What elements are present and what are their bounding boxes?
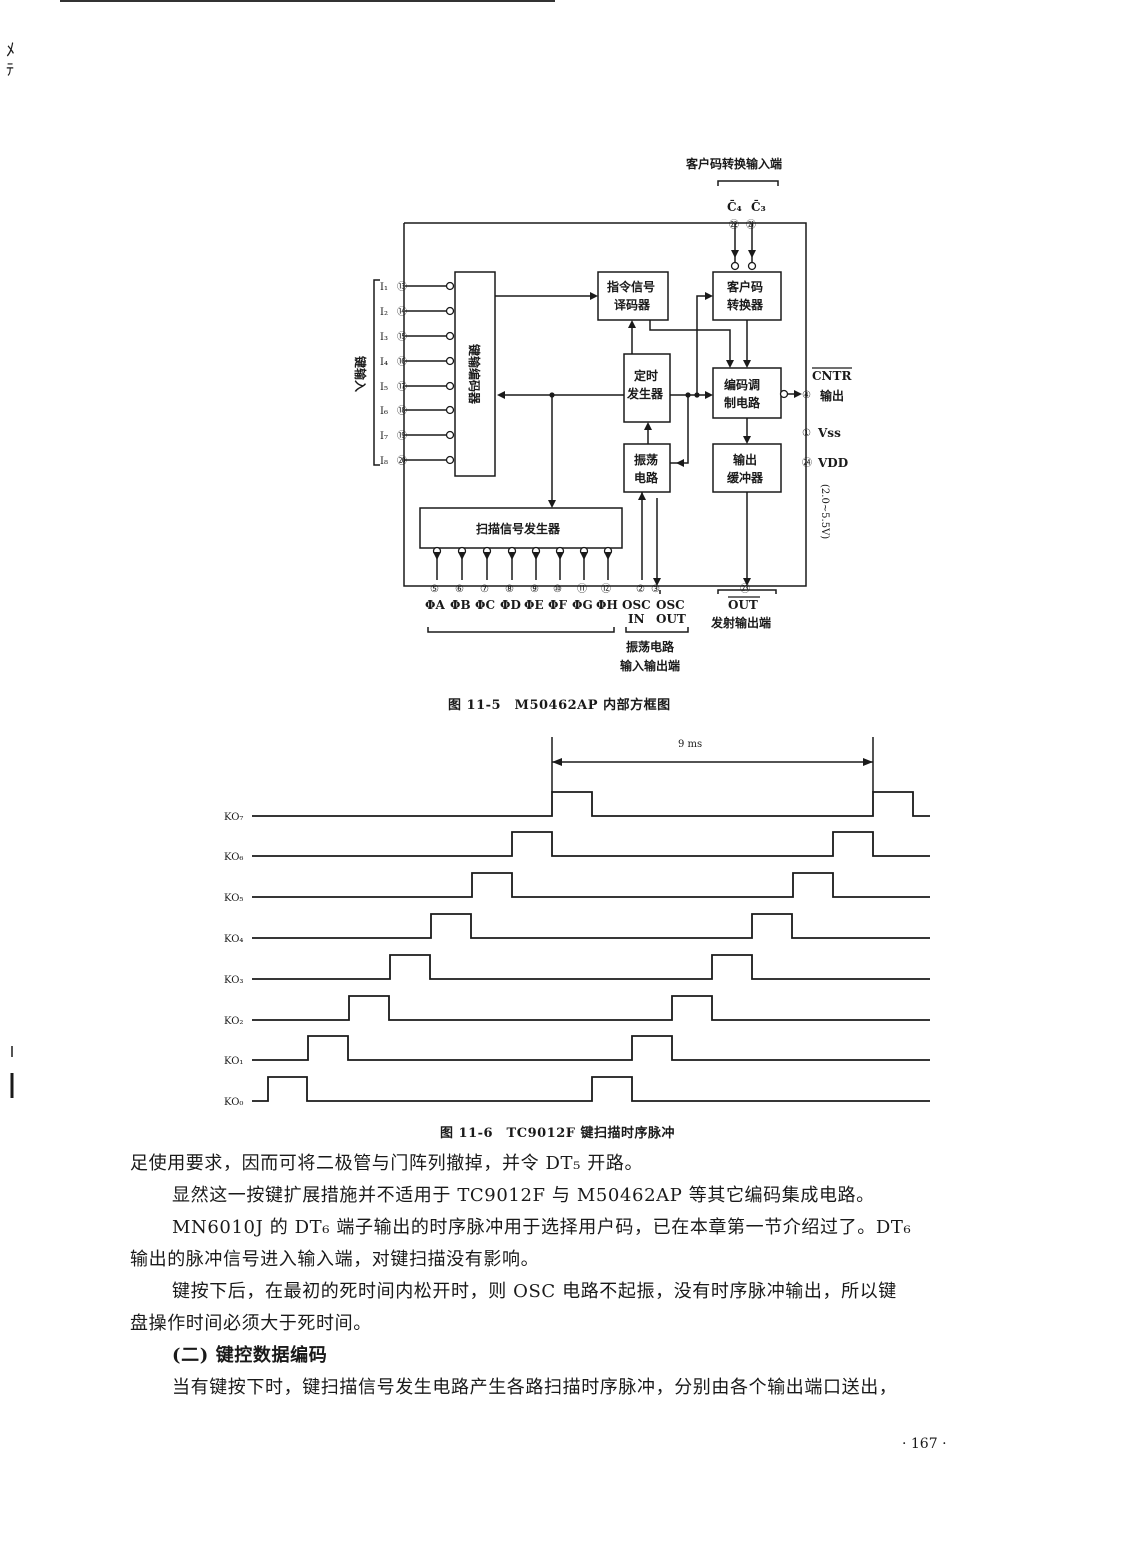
page-number: · 167 · — [902, 1436, 947, 1452]
oscillator-label-2: 电路 — [634, 470, 659, 485]
scan-pin: ⑧ — [505, 584, 514, 595]
vss-label: Vss — [817, 426, 841, 440]
top-border-line — [60, 0, 555, 2]
customer-conv-label-1: 客户码 — [726, 279, 763, 294]
osc-io-label-2: 输入输出端 — [620, 658, 680, 673]
scan-pin: ⑩ — [553, 584, 562, 595]
key-input-i1: I₁ — [380, 282, 388, 293]
customer-conv-label-2: 转换器 — [727, 297, 764, 312]
figure-11-5-caption: 图 11-5 M50462AP 内部方框图 — [448, 697, 671, 713]
oscillator-label-1: 振荡 — [634, 452, 658, 467]
scan-generator-label: 扫描信号发生器 — [476, 521, 561, 536]
cntr-label: CNTR — [812, 369, 852, 383]
paragraph: 当有键按下时，键扫描信号发生电路产生各路扫描时序脉冲，分别由各个输出端口送出， — [172, 1377, 898, 1398]
key-input-label: 键输入 — [353, 355, 368, 392]
buffer-label-1: 输出 — [733, 452, 757, 467]
key-input-i3: I₃ — [380, 332, 388, 343]
key-pin: ⑱ — [397, 405, 407, 417]
key-input-i8: I₈ — [380, 456, 388, 467]
signal-label-ko5: KO₅ — [224, 893, 243, 904]
scan-pin: ⑨ — [530, 584, 539, 595]
osc-in-pin: ② — [636, 584, 645, 595]
paragraph: 键按下后，在最初的死时间内松开时，则 OSC 电路不起振，没有时序脉冲输出，所以… — [172, 1281, 897, 1302]
out-label: OUT — [728, 598, 758, 612]
key-pin: ⑰ — [397, 381, 407, 393]
vdd-pin: ㉔ — [802, 457, 812, 469]
cmd-decoder-label-1: 指令信号 — [607, 279, 655, 294]
paragraph: 显然这一按键扩展措施并不适用于 TC9012F 与 M50462AP 等其它编码… — [172, 1185, 875, 1206]
scan-label: ΦG — [572, 598, 593, 612]
figure-11-6-caption: 图 11-6 TC9012F 键扫描时序脉冲 — [440, 1125, 675, 1141]
period-label: 9 ms — [678, 739, 702, 750]
timing-label-1: 定时 — [634, 368, 658, 383]
key-input-i5: I₅ — [380, 382, 388, 393]
vdd-label: VDD — [817, 456, 848, 470]
modulator-label-2: 制电路 — [724, 395, 761, 410]
customer-code-input-label: 客户码转换输入端 — [685, 156, 782, 171]
signal-label-ko4: KO₄ — [224, 934, 243, 945]
scan-pin: ⑥ — [455, 584, 464, 595]
voltage-label: (2.0~5.5V) — [819, 484, 830, 539]
signal-label-ko6: KO₆ — [224, 852, 243, 863]
scan-label: ΦB — [450, 598, 471, 612]
timing-label-2: 发生器 — [626, 386, 664, 401]
margin-mark: ﾃ — [6, 60, 15, 79]
c3-label: C̄₃ — [751, 198, 766, 214]
osc-in-label-1: OSC — [622, 598, 651, 612]
scan-pin: ⑦ — [480, 584, 489, 595]
cntr-pin: ④ — [802, 390, 811, 401]
paragraph: 盘操作时间必须大于死时间。 — [130, 1313, 372, 1334]
paragraph: 足使用要求，因而可将二极管与门阵列撤掉，并令 DT₅ 开路。 — [130, 1153, 644, 1174]
signal-label-ko1: KO₁ — [224, 1056, 243, 1067]
scan-label: ΦC — [475, 598, 495, 612]
paragraph: 输出的脉冲信号进入输入端，对键扫描没有影响。 — [130, 1249, 540, 1270]
signal-label-ko0: KO₀ — [224, 1097, 243, 1108]
c3-pin: ㉑ — [746, 219, 756, 231]
c4-pin: ㉒ — [729, 219, 739, 231]
key-input-i7: I₇ — [380, 431, 388, 442]
signal-label-ko7: KO₇ — [224, 812, 243, 823]
buffer-label-2: 缓冲器 — [727, 470, 764, 485]
scan-pin: ⑤ — [430, 584, 439, 595]
out-pin: ㉓ — [740, 583, 750, 595]
key-pin: ⑭ — [397, 306, 407, 318]
key-input-i2: I₂ — [380, 307, 388, 318]
cntr-output-label: 输出 — [820, 388, 844, 403]
key-pin: ⑯ — [397, 356, 407, 368]
key-pin: ⑲ — [397, 430, 407, 442]
modulator-label-1: 编码调 — [723, 377, 760, 392]
key-pin: ⑳ — [397, 455, 407, 467]
scan-label: ΦF — [548, 598, 567, 612]
scan-label: ΦA — [425, 598, 445, 612]
signal-label-ko3: KO₃ — [224, 975, 243, 986]
scan-label: ΦE — [524, 598, 544, 612]
osc-out-label-1: OSC — [656, 598, 685, 612]
encoder-label: 键输编码器 — [467, 343, 482, 405]
osc-in-label-2: IN — [628, 612, 645, 626]
osc-io-label-1: 振荡电路 — [626, 639, 675, 654]
osc-out-label-2: OUT — [656, 612, 686, 626]
c4-label: C̄₄ — [727, 198, 742, 214]
scan-label: ΦD — [500, 598, 521, 612]
key-pin: ⑬ — [397, 281, 407, 293]
scan-pin: ⑫ — [601, 583, 611, 595]
vss-pin: ① — [802, 428, 811, 439]
out-desc-label: 发射输出端 — [710, 615, 771, 630]
section-heading: (二) 键控数据编码 — [172, 1345, 328, 1366]
cmd-decoder-label-2: 译码器 — [614, 298, 651, 312]
signal-label-ko2: KO₂ — [224, 1016, 243, 1027]
key-input-i4: I₄ — [380, 357, 388, 368]
key-input-i6: I₆ — [380, 406, 388, 417]
key-pin: ⑮ — [397, 331, 407, 343]
osc-out-pin: ③ — [651, 584, 660, 595]
margin-mark: ﾒ — [6, 40, 15, 61]
scan-pin: ⑪ — [577, 583, 587, 595]
scan-label: ΦH — [596, 598, 618, 612]
paragraph: MN6010J 的 DT₆ 端子输出的时序脉冲用于选择用户码，已在本章第一节介绍… — [172, 1217, 912, 1238]
